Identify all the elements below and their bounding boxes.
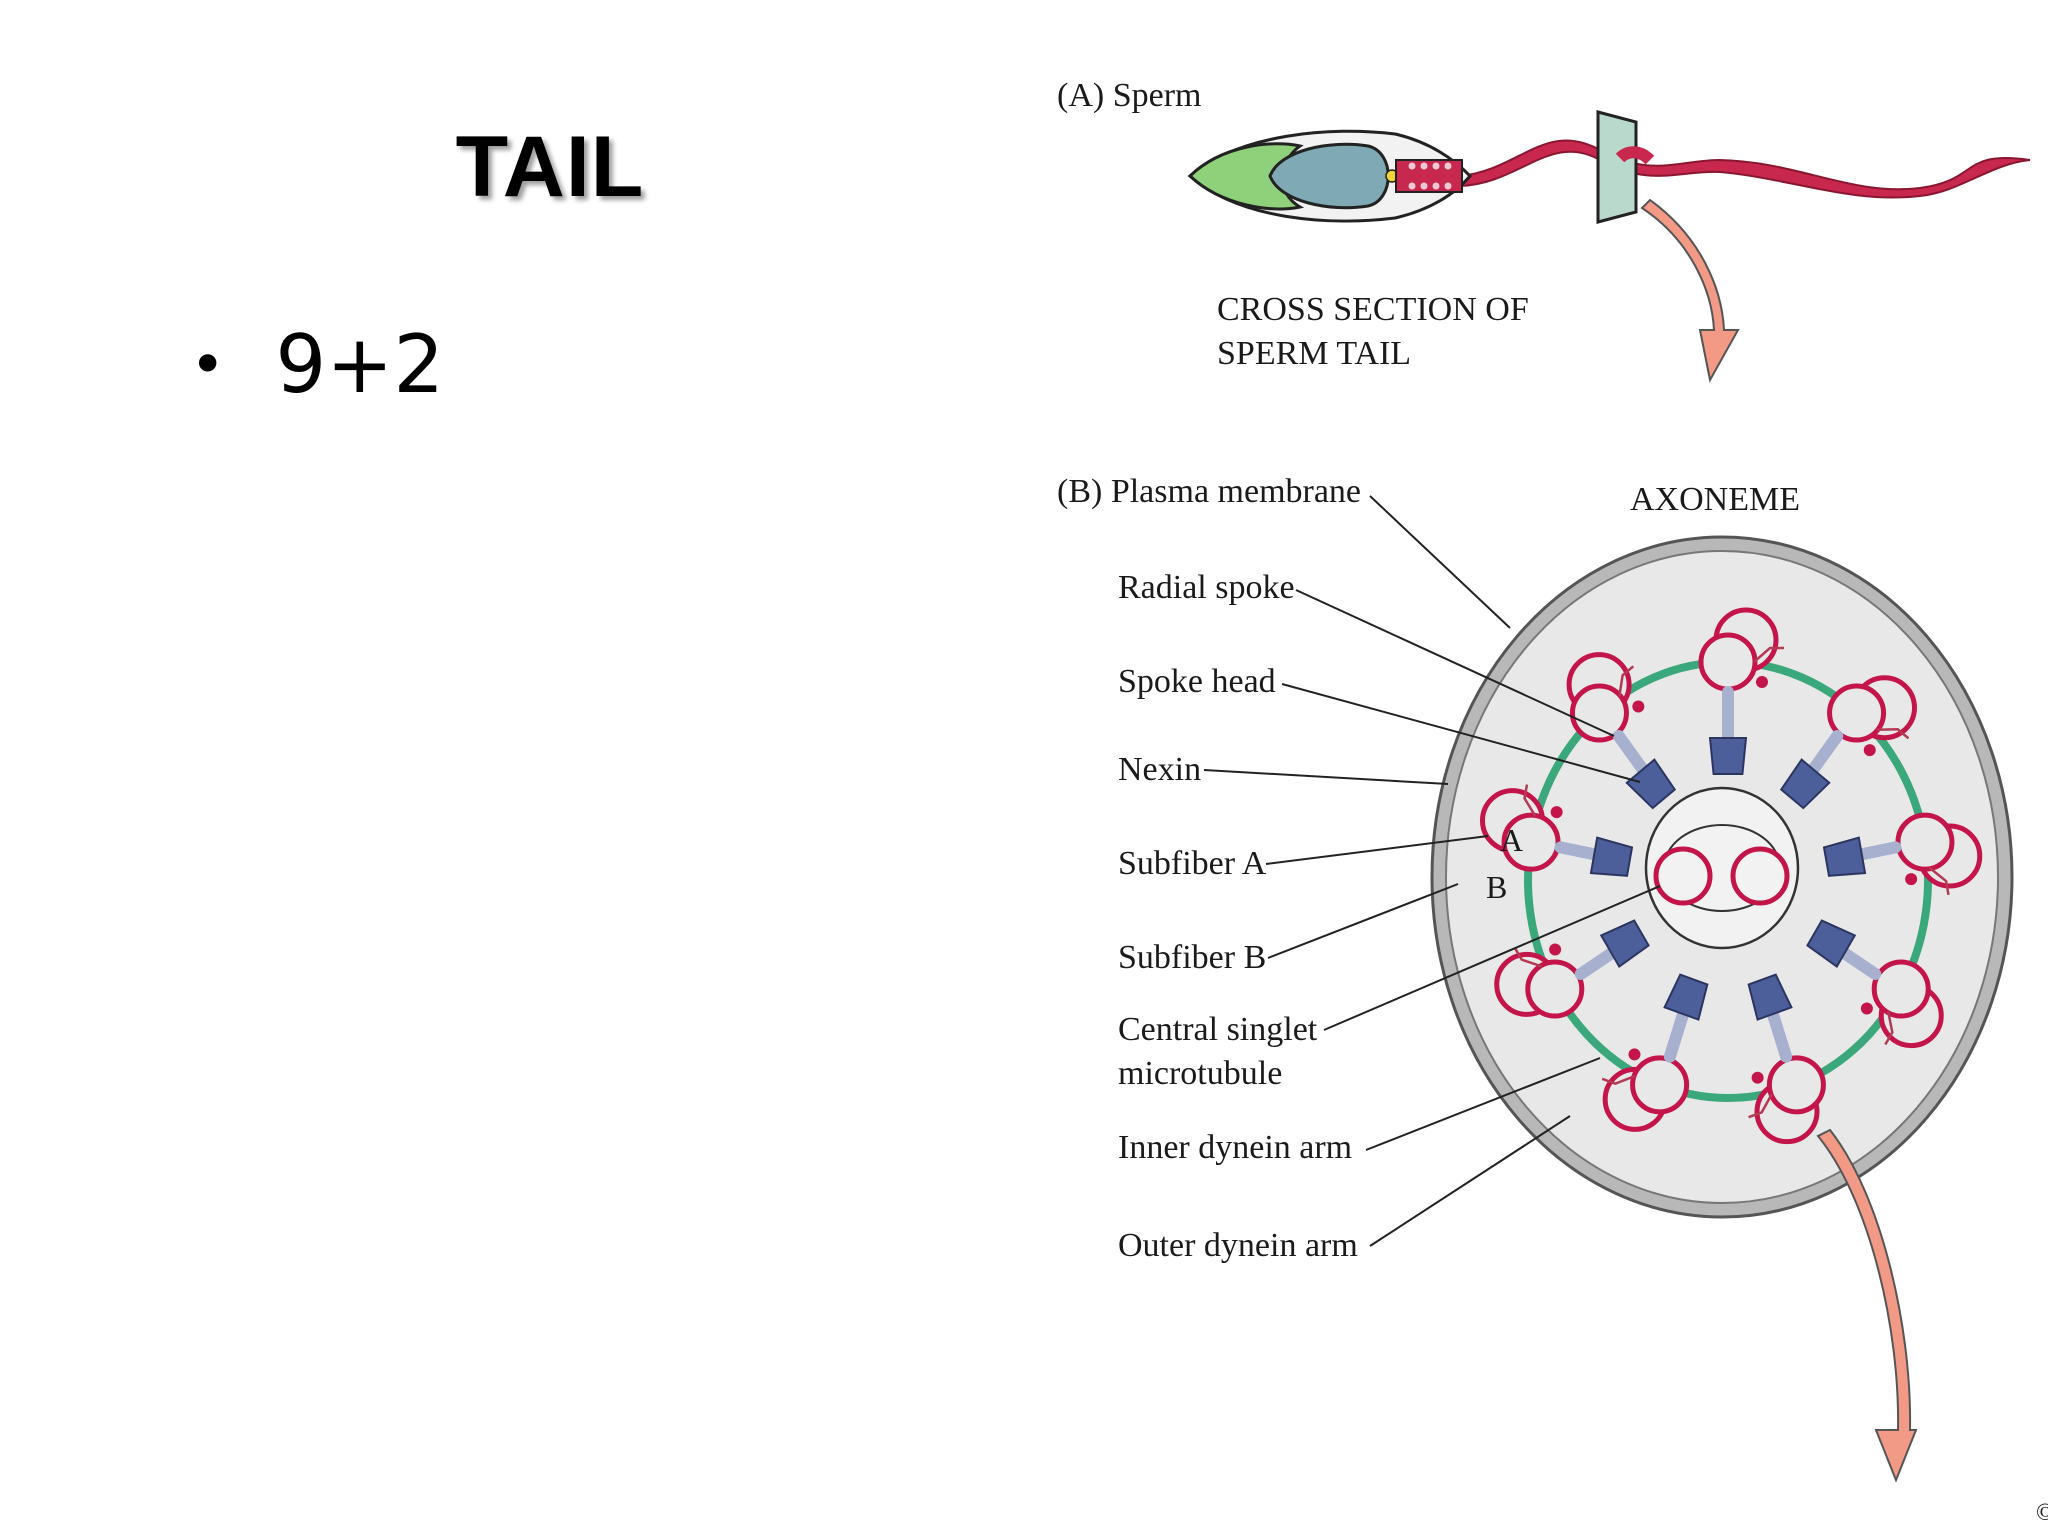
leader-inner-dynein — [1365, 1057, 1601, 1151]
spoke-head — [1708, 737, 1748, 775]
copyright-mark: © — [2036, 1500, 2048, 1526]
outer-dynein-arm — [1513, 946, 1543, 968]
spoke-head — [1599, 919, 1650, 969]
callout-spoke-head: Spoke head — [1118, 663, 1276, 700]
leader-central-singlet — [1323, 885, 1661, 1031]
subfiber-a — [1569, 683, 1629, 743]
midpiece — [1395, 159, 1463, 193]
outer-dynein-arm — [1928, 866, 1950, 896]
callout-central-singlet: Central singlet — [1118, 1011, 1318, 1048]
spoke-head — [1589, 836, 1634, 877]
outer-dynein-arm — [1753, 646, 1784, 663]
callout-inner-dynein: Inner dynein arm — [1118, 1129, 1352, 1166]
leader-lines — [1203, 495, 1661, 1247]
cross-section-label-line2: SPERM TAIL — [1217, 335, 1411, 372]
output-arrow — [1816, 1128, 1918, 1483]
callout-subfiber-b: Subfiber B — [1118, 939, 1266, 976]
section-arrow — [1640, 198, 1740, 383]
leader-subfiber-b — [1267, 883, 1459, 959]
axoneme-label: AXONEME — [1630, 481, 1800, 518]
cross-section-label-line1: CROSS SECTION OF — [1217, 291, 1529, 328]
spoke-head — [1806, 919, 1857, 969]
bullet-item: • 9+2 — [190, 318, 444, 411]
callout-subfiber-a: Subfiber A — [1118, 845, 1267, 882]
bullet-text: 9+2 — [275, 318, 445, 411]
subfiber-a — [1698, 632, 1758, 692]
leader-plasma-membrane — [1369, 495, 1511, 629]
leader-nexin — [1203, 769, 1449, 785]
inner-dynein-arm — [1756, 676, 1768, 688]
inner-dynein-arm — [1860, 1002, 1873, 1015]
inner-dynein-arm — [1632, 700, 1645, 713]
callout-outer-dynein: Outer dynein arm — [1118, 1227, 1358, 1264]
subfiber-a-mark: A — [1500, 822, 1523, 858]
callout-nexin: Nexin — [1118, 751, 1201, 788]
outer-dynein-arm — [1876, 728, 1910, 740]
spoke-head — [1822, 836, 1867, 877]
central-sheath — [1644, 786, 1800, 950]
subfiber-a — [1525, 959, 1585, 1019]
section-plane — [1596, 110, 1638, 224]
inner-dynein-arm — [1751, 1071, 1764, 1084]
subfiber-a — [1827, 683, 1887, 743]
outer-dynein-arm — [1618, 665, 1635, 697]
inner-dynein-arm — [1863, 744, 1876, 757]
outer-dynein-arm — [1748, 1093, 1774, 1119]
callout-central-singlet-line2: microtubule — [1118, 1055, 1282, 1092]
outer-dynein-arm — [1523, 784, 1537, 818]
inner-dynein-arm — [1628, 1048, 1641, 1061]
mitochondria — [1408, 162, 1452, 190]
inner-dynein-arm — [1550, 806, 1563, 819]
subfiber-a — [1630, 1055, 1690, 1115]
subfiber-a — [1871, 959, 1931, 1019]
subfiber-a — [1766, 1055, 1826, 1115]
inner-dynein-arm — [1549, 943, 1562, 956]
leader-radial-spoke — [1295, 589, 1615, 737]
subfiber-b-mark: B — [1486, 869, 1507, 905]
leader-subfiber-a — [1265, 835, 1489, 865]
axoneme: A B — [1430, 535, 2014, 1219]
leader-spoke-head — [1281, 683, 1641, 783]
panel-b-label: (B) Plasma membrane — [1057, 473, 1361, 510]
inner-dynein-arm — [1905, 873, 1918, 886]
spoke-head — [1747, 973, 1793, 1021]
leader-outer-dynein — [1369, 1115, 1571, 1247]
sperm-tail — [1459, 139, 2031, 199]
slide-title: TAIL — [455, 119, 645, 215]
subfiber-a — [1895, 812, 1955, 872]
bullet-marker: • — [190, 329, 226, 400]
central-singlet-left — [1653, 846, 1713, 906]
central-singlet-right — [1730, 846, 1790, 906]
outer-dynein-arm — [1884, 1011, 1894, 1046]
outer-dynein-arm — [1601, 1074, 1636, 1085]
sperm-illustration — [1187, 110, 2031, 224]
callout-radial-spoke: Radial spoke — [1118, 569, 1295, 606]
spoke-head — [1779, 758, 1831, 810]
spoke-head — [1663, 973, 1709, 1021]
panel-a-label: (A) Sperm — [1057, 77, 1201, 114]
spoke-head — [1625, 758, 1677, 810]
